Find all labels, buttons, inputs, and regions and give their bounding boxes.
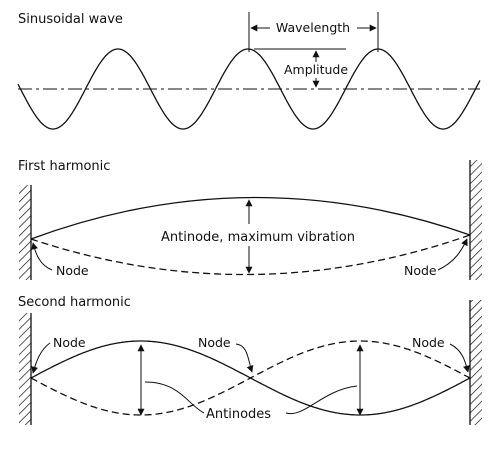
second-harmonic-title: Second harmonic bbox=[18, 295, 131, 310]
first-harmonic-node-left-label: Node bbox=[56, 263, 89, 278]
second-harmonic-node-right-pointer bbox=[449, 343, 470, 373]
second-harmonic-node-middle-label: Node bbox=[198, 335, 231, 350]
first-harmonic-node-right-label: Node bbox=[404, 263, 437, 278]
second-harmonic-left-wall bbox=[19, 313, 31, 425]
first-harmonic-section: First harmonic Antinode, maximum vibrati… bbox=[18, 159, 482, 280]
sinusoidal-wave-section: Sinusoidal wave Wavelength Amplitude bbox=[17, 12, 481, 130]
second-harmonic-node-left-label: Node bbox=[53, 335, 86, 350]
antinode-label: Antinode, maximum vibration bbox=[161, 230, 355, 245]
sinusoidal-wave-title: Sinusoidal wave bbox=[18, 12, 123, 27]
antinodes-left-pointer bbox=[144, 381, 205, 414]
first-harmonic-left-wall bbox=[19, 185, 31, 280]
second-harmonic-section: Second harmonic Antinodes Node Node Node bbox=[18, 295, 482, 425]
first-harmonic-solid-curve bbox=[30, 196, 471, 240]
second-harmonic-node-left-pointer bbox=[31, 342, 51, 374]
antinodes-label: Antinodes bbox=[206, 407, 271, 422]
first-harmonic-node-left-pointer bbox=[31, 242, 53, 271]
wavelength-label: Wavelength bbox=[276, 20, 350, 35]
second-harmonic-node-middle-pointer bbox=[235, 343, 254, 373]
first-harmonic-dashed-curve bbox=[30, 234, 471, 276]
second-harmonic-dashed-curve bbox=[30, 340, 471, 416]
second-harmonic-node-right-label: Node bbox=[412, 335, 445, 350]
first-harmonic-title: First harmonic bbox=[18, 159, 110, 174]
first-harmonic-node-right-pointer bbox=[437, 238, 468, 271]
antinodes-right-pointer bbox=[285, 385, 358, 415]
second-harmonic-right-wall bbox=[470, 300, 482, 425]
amplitude-label: Amplitude bbox=[284, 62, 348, 77]
first-harmonic-right-wall bbox=[470, 160, 482, 280]
